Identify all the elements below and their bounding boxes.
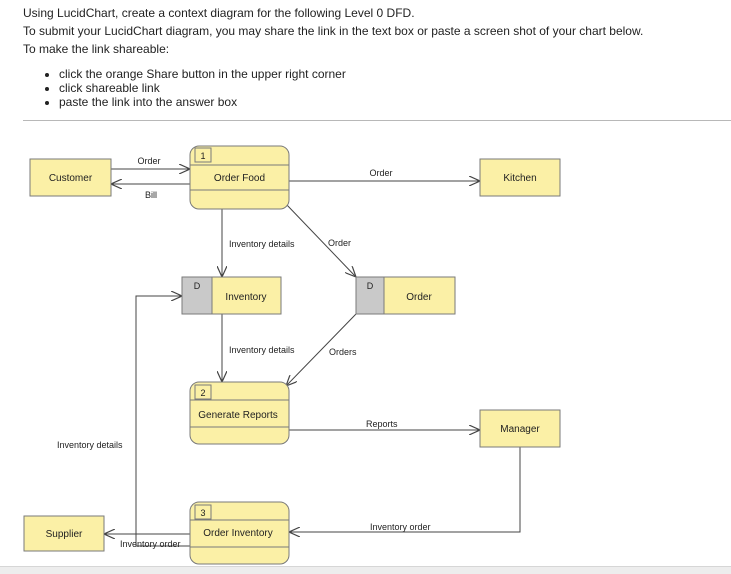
entity-supplier-label: Supplier <box>46 529 83 540</box>
flow-labels: Order Bill Order Inventory details Order… <box>57 156 431 549</box>
instruction-line-2: To submit your LucidChart diagram, you m… <box>23 24 644 38</box>
process-3-label: Order Inventory <box>203 528 272 539</box>
flow-store-order <box>285 203 356 277</box>
entity-customer-label: Customer <box>49 173 93 184</box>
flow-inventory-details-left <box>135 296 190 547</box>
flow-label-kitchen-order: Order <box>369 168 392 178</box>
flow-label-reports: Reports <box>366 419 398 429</box>
process-order-food: 1 Order Food <box>189 145 290 210</box>
entity-manager-label: Manager <box>500 424 540 435</box>
instruction-steps: click the orange Share button in the upp… <box>23 67 643 109</box>
instruction-step: click shareable link <box>59 81 643 95</box>
store-order-id: D <box>367 281 374 291</box>
flow-lines <box>104 169 521 547</box>
flow-label-inventory-details-left: Inventory details <box>57 440 123 450</box>
flow-label-customer-order: Order <box>137 156 160 166</box>
divider <box>23 120 731 121</box>
process-1-id: 1 <box>200 151 205 161</box>
bottom-scrollbar-area <box>0 566 731 574</box>
flow-label-inventory-order-left: Inventory order <box>120 539 181 549</box>
flow-label-inventory-details-1: Inventory details <box>229 239 295 249</box>
entity-customer: Customer <box>29 158 112 197</box>
flow-inventory-order-right <box>289 447 521 532</box>
process-2-label: Generate Reports <box>198 410 278 421</box>
store-order-label: Order <box>406 292 432 303</box>
flow-orders <box>286 313 357 386</box>
entity-supplier: Supplier <box>23 515 105 552</box>
process-1-label: Order Food <box>214 173 265 184</box>
store-order: D Order <box>355 276 456 315</box>
instruction-line-3: To make the link shareable: <box>23 42 170 56</box>
entity-kitchen: Kitchen <box>479 158 561 197</box>
store-inventory-label: Inventory <box>225 292 266 303</box>
instruction-step: click the orange Share button in the upp… <box>59 67 643 81</box>
process-2-id: 2 <box>200 388 205 398</box>
instruction-step: paste the link into the answer box <box>59 95 643 109</box>
store-inventory: D Inventory <box>181 276 282 315</box>
process-order-inventory: 3 Order Inventory <box>189 501 290 565</box>
entity-manager: Manager <box>479 409 561 448</box>
flow-label-inventory-order-right: Inventory order <box>370 522 431 532</box>
store-inventory-id: D <box>194 281 201 291</box>
process-generate-reports: 2 Generate Reports <box>189 381 290 445</box>
flow-label-orders: Orders <box>329 347 357 357</box>
process-3-id: 3 <box>200 508 205 518</box>
flow-label-bill: Bill <box>145 190 157 200</box>
flow-label-inventory-details-2: Inventory details <box>229 345 295 355</box>
flow-label-store-order: Order <box>328 238 351 248</box>
instruction-line-1: Using LucidChart, create a context diagr… <box>23 6 415 20</box>
entity-kitchen-label: Kitchen <box>503 173 536 184</box>
instructions: Using LucidChart, create a context diagr… <box>23 5 643 109</box>
